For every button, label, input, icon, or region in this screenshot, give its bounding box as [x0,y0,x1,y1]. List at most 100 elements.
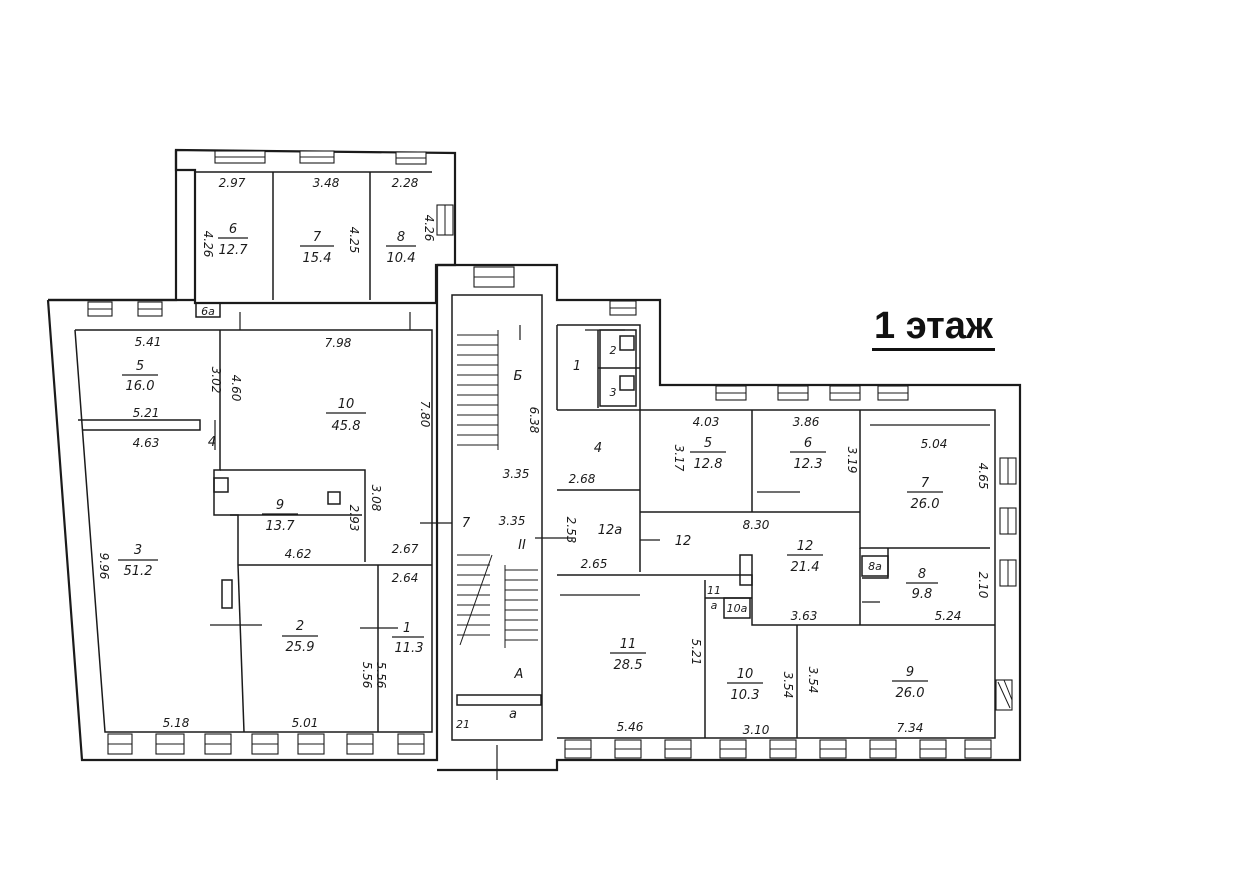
room-w6: 612.7 [218,222,248,258]
svg-text:3.08: 3.08 [369,485,383,512]
svg-text:6: 6 [804,436,812,451]
svg-text:4.62: 4.62 [285,547,312,561]
svg-text:5.04: 5.04 [921,437,948,451]
svg-text:21.4: 21.4 [791,560,820,575]
room-label-3-east: 3 [610,386,617,399]
door-ticks [210,312,990,780]
svg-text:3.35: 3.35 [503,467,530,481]
svg-text:3.10: 3.10 [743,723,770,737]
room-e10: 10 10.3 [727,667,763,703]
svg-text:45.8: 45.8 [332,419,361,434]
svg-text:11.3: 11.3 [395,641,424,656]
svg-text:1: 1 [403,621,411,636]
svg-text:16.0: 16.0 [126,379,155,394]
room-w7: 715.4 [300,230,334,266]
room-label-1-east: 1 [573,359,581,374]
svg-text:3.02: 3.02 [209,367,223,394]
svg-text:12.7: 12.7 [219,243,249,258]
svg-text:5.01: 5.01 [292,716,319,730]
svg-text:5: 5 [136,359,144,374]
svg-text:7.98: 7.98 [325,336,352,350]
svg-text:2.53: 2.53 [564,517,578,544]
svg-text:7: 7 [921,476,930,491]
svg-text:4.26: 4.26 [422,215,436,242]
svg-text:2.68: 2.68 [569,472,596,486]
room-label-2-east: 2 [610,344,617,357]
room-w8: 810.4 [386,230,416,266]
svg-text:4.60: 4.60 [229,375,243,402]
svg-text:12.8: 12.8 [694,457,723,472]
svg-text:5.18: 5.18 [163,716,190,730]
svg-text:4.25: 4.25 [347,227,361,254]
svg-text:9: 9 [906,665,914,680]
svg-text:5.21: 5.21 [133,406,160,420]
svg-text:7.34: 7.34 [897,721,924,735]
svg-text:8: 8 [397,230,405,245]
svg-text:3.54: 3.54 [781,672,795,699]
svg-text:2.64: 2.64 [392,571,419,585]
svg-text:7: 7 [313,230,322,245]
svg-text:10: 10 [338,397,355,412]
svg-text:4.03: 4.03 [693,415,720,429]
svg-text:5.21: 5.21 [689,639,703,666]
room-w1: 111.3 [392,621,424,656]
room-label-21: 21 [456,718,470,731]
svg-text:4.63: 4.63 [133,436,160,450]
svg-text:4.26: 4.26 [201,231,215,258]
svg-text:51.2: 51.2 [124,564,153,579]
room-label-a-small: а [711,599,718,612]
svg-text:3.54: 3.54 [806,667,820,694]
svg-text:9.96: 9.96 [97,553,111,580]
svg-text:5.41: 5.41 [135,335,162,349]
svg-text:5.56: 5.56 [360,662,374,689]
svg-text:10.4: 10.4 [387,251,416,266]
svg-text:3.17: 3.17 [672,445,686,472]
svg-text:26.0: 26.0 [896,686,925,701]
svg-text:15.4: 15.4 [303,251,332,266]
svg-text:12.3: 12.3 [794,457,823,472]
outer-walls [46,148,1022,772]
svg-text:5.46: 5.46 [617,720,644,734]
svg-text:2.65: 2.65 [581,557,608,571]
room-label-10a: 10а [727,602,748,615]
svg-text:2.28: 2.28 [392,176,419,190]
room-label-7-corridor: 7 [462,516,471,531]
room-label-11-small: 11 [707,584,721,597]
svg-text:3.63: 3.63 [791,609,818,623]
stair-label-b: Б [514,369,523,384]
svg-text:7.80: 7.80 [418,401,432,428]
room-label-4-east: 4 [594,441,602,456]
stair-label-ii: II [518,538,526,553]
room-w2: 225.9 [282,619,318,655]
room-w10: 10 45.8 [326,397,366,434]
floor-title: 1 этаж [872,305,995,351]
room-label-4-west: 4 [208,435,216,450]
svg-text:3.35: 3.35 [499,514,526,528]
partitions [78,171,995,738]
room-e12: 12 21.4 [787,539,823,575]
room-e9: 926.0 [892,665,928,701]
svg-text:2.67: 2.67 [392,542,419,556]
svg-text:26.0: 26.0 [911,497,940,512]
room-label-6a: 6а [201,305,215,318]
room-e6: 612.3 [790,436,826,472]
svg-text:2.93: 2.93 [347,505,361,532]
room-w3: 351.2 [118,543,158,579]
room-w9: 913.7 [262,498,298,534]
room-e8: 89.8 [906,567,938,602]
svg-text:8: 8 [918,567,926,582]
staircase [456,330,542,706]
svg-text:10: 10 [737,667,754,682]
svg-text:10.3: 10.3 [731,688,760,703]
svg-text:2.10: 2.10 [976,572,990,599]
svg-text:12: 12 [797,539,814,554]
svg-text:3.86: 3.86 [793,415,820,429]
room-label-8a: 8а [868,560,882,573]
room-w5: 516.0 [122,359,158,394]
svg-text:9: 9 [276,498,284,513]
svg-text:13.7: 13.7 [266,519,296,534]
svg-text:11: 11 [620,637,637,652]
